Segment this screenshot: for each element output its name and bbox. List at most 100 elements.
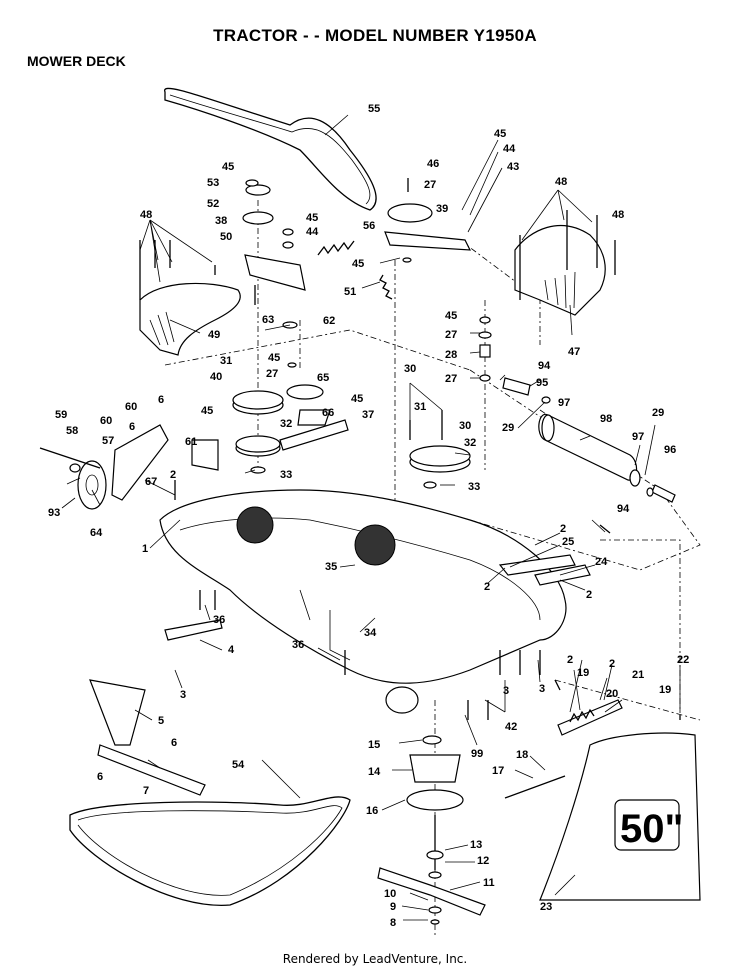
callout-97: 97 (632, 431, 644, 443)
callout-98: 98 (600, 413, 612, 425)
callout-60: 60 (125, 401, 137, 413)
callout-63: 63 (262, 314, 274, 326)
callout-19: 19 (659, 684, 671, 696)
mower-blade (377, 867, 486, 916)
callout-20: 20 (606, 688, 618, 700)
center-spindle-hub (354, 524, 396, 566)
chute-hinge-rod (557, 699, 623, 736)
stabilizer-link (164, 619, 223, 641)
callout-66: 66 (322, 407, 334, 419)
rear-baffle-bracket (498, 554, 576, 576)
callout-93: 93 (48, 507, 60, 519)
callout-64: 64 (90, 527, 103, 539)
callout-18: 18 (516, 749, 528, 761)
callout-99: 99 (471, 748, 483, 760)
callout-19: 19 (577, 667, 589, 679)
callout-45: 45 (351, 393, 363, 405)
callout-37: 37 (362, 409, 374, 421)
callout-30: 30 (404, 363, 416, 375)
spindle-housing (409, 754, 461, 783)
lift-link (97, 744, 206, 796)
deck-roller (538, 413, 638, 481)
callout-22: 22 (677, 654, 689, 666)
callout-28: 28 (445, 349, 457, 361)
callout-2: 2 (170, 469, 176, 481)
callout-33: 33 (468, 481, 480, 493)
callout-59: 59 (55, 409, 67, 421)
mower-deck-diagram: 50" (39, 87, 701, 935)
callout-94: 94 (538, 360, 551, 372)
callout-50: 50 (220, 231, 232, 243)
callout-36: 36 (213, 614, 225, 626)
callout-27: 27 (445, 373, 457, 385)
callout-2: 2 (484, 581, 490, 593)
gauge-wheel (77, 460, 107, 510)
bracket-95 (502, 377, 531, 396)
callout-25: 25 (562, 536, 574, 548)
callout-97: 97 (558, 397, 570, 409)
section-title: MOWER DECK (27, 53, 126, 69)
callout-45: 45 (222, 161, 234, 173)
chute-spring (569, 708, 595, 723)
callout-58: 58 (66, 425, 78, 437)
callout-30: 30 (459, 420, 471, 432)
callout-38: 38 (215, 215, 227, 227)
callout-46: 46 (427, 158, 439, 170)
tension-spring (379, 274, 393, 300)
callout-27: 27 (266, 368, 278, 380)
callout-2: 2 (586, 589, 592, 601)
wheel-bracket (111, 424, 169, 501)
callout-27: 27 (445, 329, 457, 341)
callout-49: 49 (208, 329, 220, 341)
callout-45: 45 (445, 310, 457, 322)
callout-62: 62 (323, 315, 335, 327)
callout-47: 47 (568, 346, 580, 358)
left-spindle-hub (236, 506, 274, 544)
callout-27: 27 (424, 179, 436, 191)
callout-3: 3 (503, 685, 509, 697)
callout-32: 32 (464, 437, 476, 449)
bearing-housing (406, 789, 464, 811)
callout-36: 36 (292, 639, 304, 651)
callout-29: 29 (502, 422, 514, 434)
callout-43: 43 (507, 161, 519, 173)
callout-31: 31 (220, 355, 232, 367)
callout-29: 29 (652, 407, 664, 419)
callout-54: 54 (232, 759, 245, 771)
pulley-bracket (244, 254, 306, 291)
callout-12: 12 (477, 855, 489, 867)
callout-11: 11 (483, 877, 495, 889)
callout-48: 48 (612, 209, 624, 221)
callout-16: 16 (366, 805, 378, 817)
callout-23: 23 (540, 901, 552, 913)
deck-housing (159, 489, 567, 684)
callout-45: 45 (268, 352, 280, 364)
callout-14: 14 (368, 766, 381, 778)
callout-48: 48 (140, 209, 152, 221)
callout-44: 44 (306, 226, 319, 238)
idler-arm (384, 231, 472, 251)
idler-bracket-37 (279, 419, 349, 451)
callout-15: 15 (368, 739, 380, 751)
callout-2: 2 (560, 523, 566, 535)
flat-idler-pulley (286, 384, 324, 400)
callout-35: 35 (325, 561, 337, 573)
callout-6: 6 (171, 737, 177, 749)
wheel-bolt (39, 447, 101, 469)
callout-52: 52 (207, 198, 219, 210)
callout-53: 53 (207, 177, 219, 189)
callout-42: 42 (505, 721, 517, 733)
right-belt-cover (514, 225, 606, 316)
callout-24: 24 (595, 556, 608, 568)
callout-44: 44 (503, 143, 516, 155)
chute-decal-text: 50" (620, 807, 683, 851)
callout-39: 39 (436, 203, 448, 215)
callout-45: 45 (494, 128, 506, 140)
bracket-61 (191, 439, 219, 471)
front-deck-wheel (385, 686, 419, 714)
bolt-96 (651, 484, 676, 503)
callout-45: 45 (352, 258, 364, 270)
callout-34: 34 (364, 627, 377, 639)
callout-95: 95 (536, 377, 548, 389)
washers (69, 179, 654, 925)
